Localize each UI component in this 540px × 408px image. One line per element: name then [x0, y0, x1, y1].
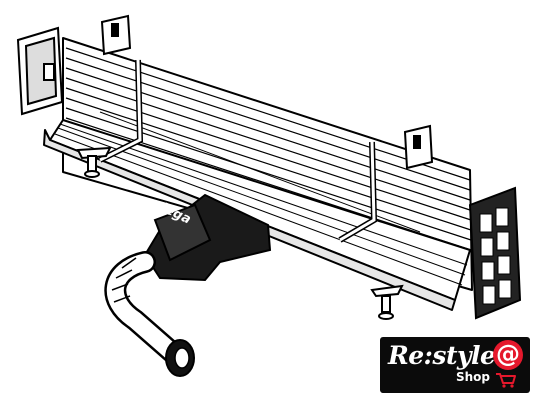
shop-logo: Re:style @ Shop [380, 337, 530, 393]
at-badge-symbol: @ [496, 340, 520, 368]
leveling-feet [76, 146, 404, 320]
logo-sub-text: Shop [456, 370, 491, 384]
left-end-cap [16, 26, 64, 116]
wall-brackets [100, 14, 434, 170]
logo-main-text: Re:style [388, 341, 496, 370]
shopping-cart-icon [496, 373, 516, 388]
at-badge: @ [493, 340, 523, 370]
right-grate-cap [468, 186, 522, 320]
drain-body [143, 193, 272, 282]
